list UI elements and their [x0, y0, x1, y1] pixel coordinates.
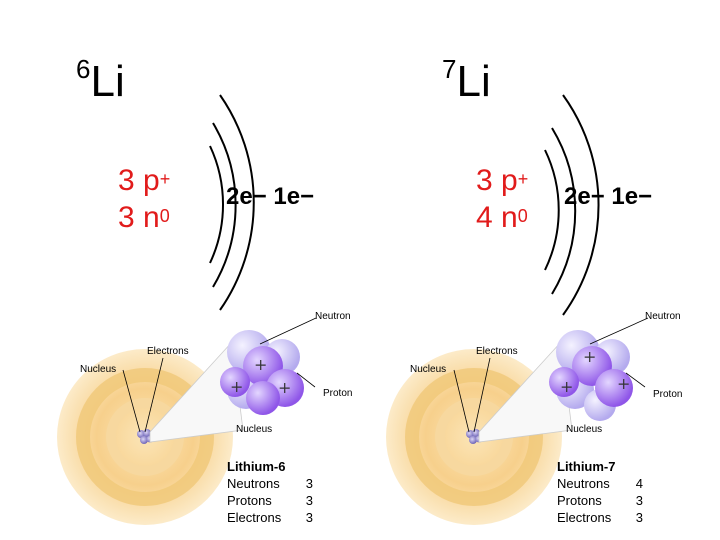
left-leader-lines [122, 317, 317, 433]
right-label-electrons: Electrons [476, 346, 518, 357]
left-label-proton: Proton [323, 388, 353, 399]
right-proton-sign-3: + [617, 374, 630, 393]
left-info-title: Lithium-6 [227, 459, 286, 474]
right-proton-sign-1: + [583, 347, 596, 366]
left-proton-sign-3: + [278, 378, 291, 397]
right-label-nucleus-zoom: Nucleus [566, 424, 603, 435]
right-proton-3 [549, 367, 579, 397]
left-isotope-symbol: 6Li [76, 56, 125, 106]
left-proton-sign-1: + [254, 355, 267, 374]
right-shell-labels: 2e− 1e− [564, 183, 653, 210]
right-mass-number: 7 [442, 54, 457, 84]
right-proton-count: 3 p+ [476, 164, 529, 197]
right-neutron-count: 4 n0 [476, 201, 528, 234]
left-shell-labels: 2e− 1e− [226, 183, 315, 210]
left-element-symbol: Li [90, 57, 125, 106]
right-info-title: Lithium-7 [557, 459, 616, 474]
left-label-nucleus-atom: Nucleus [80, 364, 117, 375]
left-proton-count: 3 p+ [118, 164, 171, 197]
left-label-nucleus-zoom: Nucleus [236, 424, 273, 435]
left-atom [57, 341, 244, 525]
left-zoom-cone [149, 341, 244, 443]
right-element-symbol: Li [456, 57, 491, 106]
left-shell-arc-3 [219, 94, 255, 311]
right-zoomed-nucleus: + + + [549, 330, 633, 421]
right-label-nucleus-atom: Nucleus [410, 364, 447, 375]
right-proton-2 [595, 369, 633, 407]
right-electron-shells [544, 94, 600, 316]
right-atom [386, 341, 573, 525]
right-label-neutron: Neutron [645, 311, 681, 322]
right-label-proton: Proton [653, 389, 683, 400]
left-proton-3 [246, 381, 280, 415]
left-electron-shells [209, 94, 255, 311]
right-zoom-cone [478, 341, 573, 443]
left-shell-arc-2 [212, 122, 237, 288]
left-neutron-count: 3 n0 [118, 201, 170, 234]
left-mass-number: 6 [76, 54, 91, 84]
left-label-neutron: Neutron [315, 311, 351, 322]
right-isotope-symbol: 7Li [442, 56, 491, 106]
left-zoomed-nucleus: + + + [220, 330, 304, 415]
right-leader-lines [453, 317, 649, 433]
right-shell-arc-1 [544, 149, 560, 271]
left-proton-sign-2: + [230, 377, 243, 396]
right-shell-arc-3 [562, 94, 600, 316]
left-shell-arc-1 [209, 145, 224, 264]
right-shell-arc-2 [551, 127, 577, 295]
left-label-electrons: Electrons [147, 346, 189, 357]
right-proton-sign-2: + [560, 377, 573, 396]
